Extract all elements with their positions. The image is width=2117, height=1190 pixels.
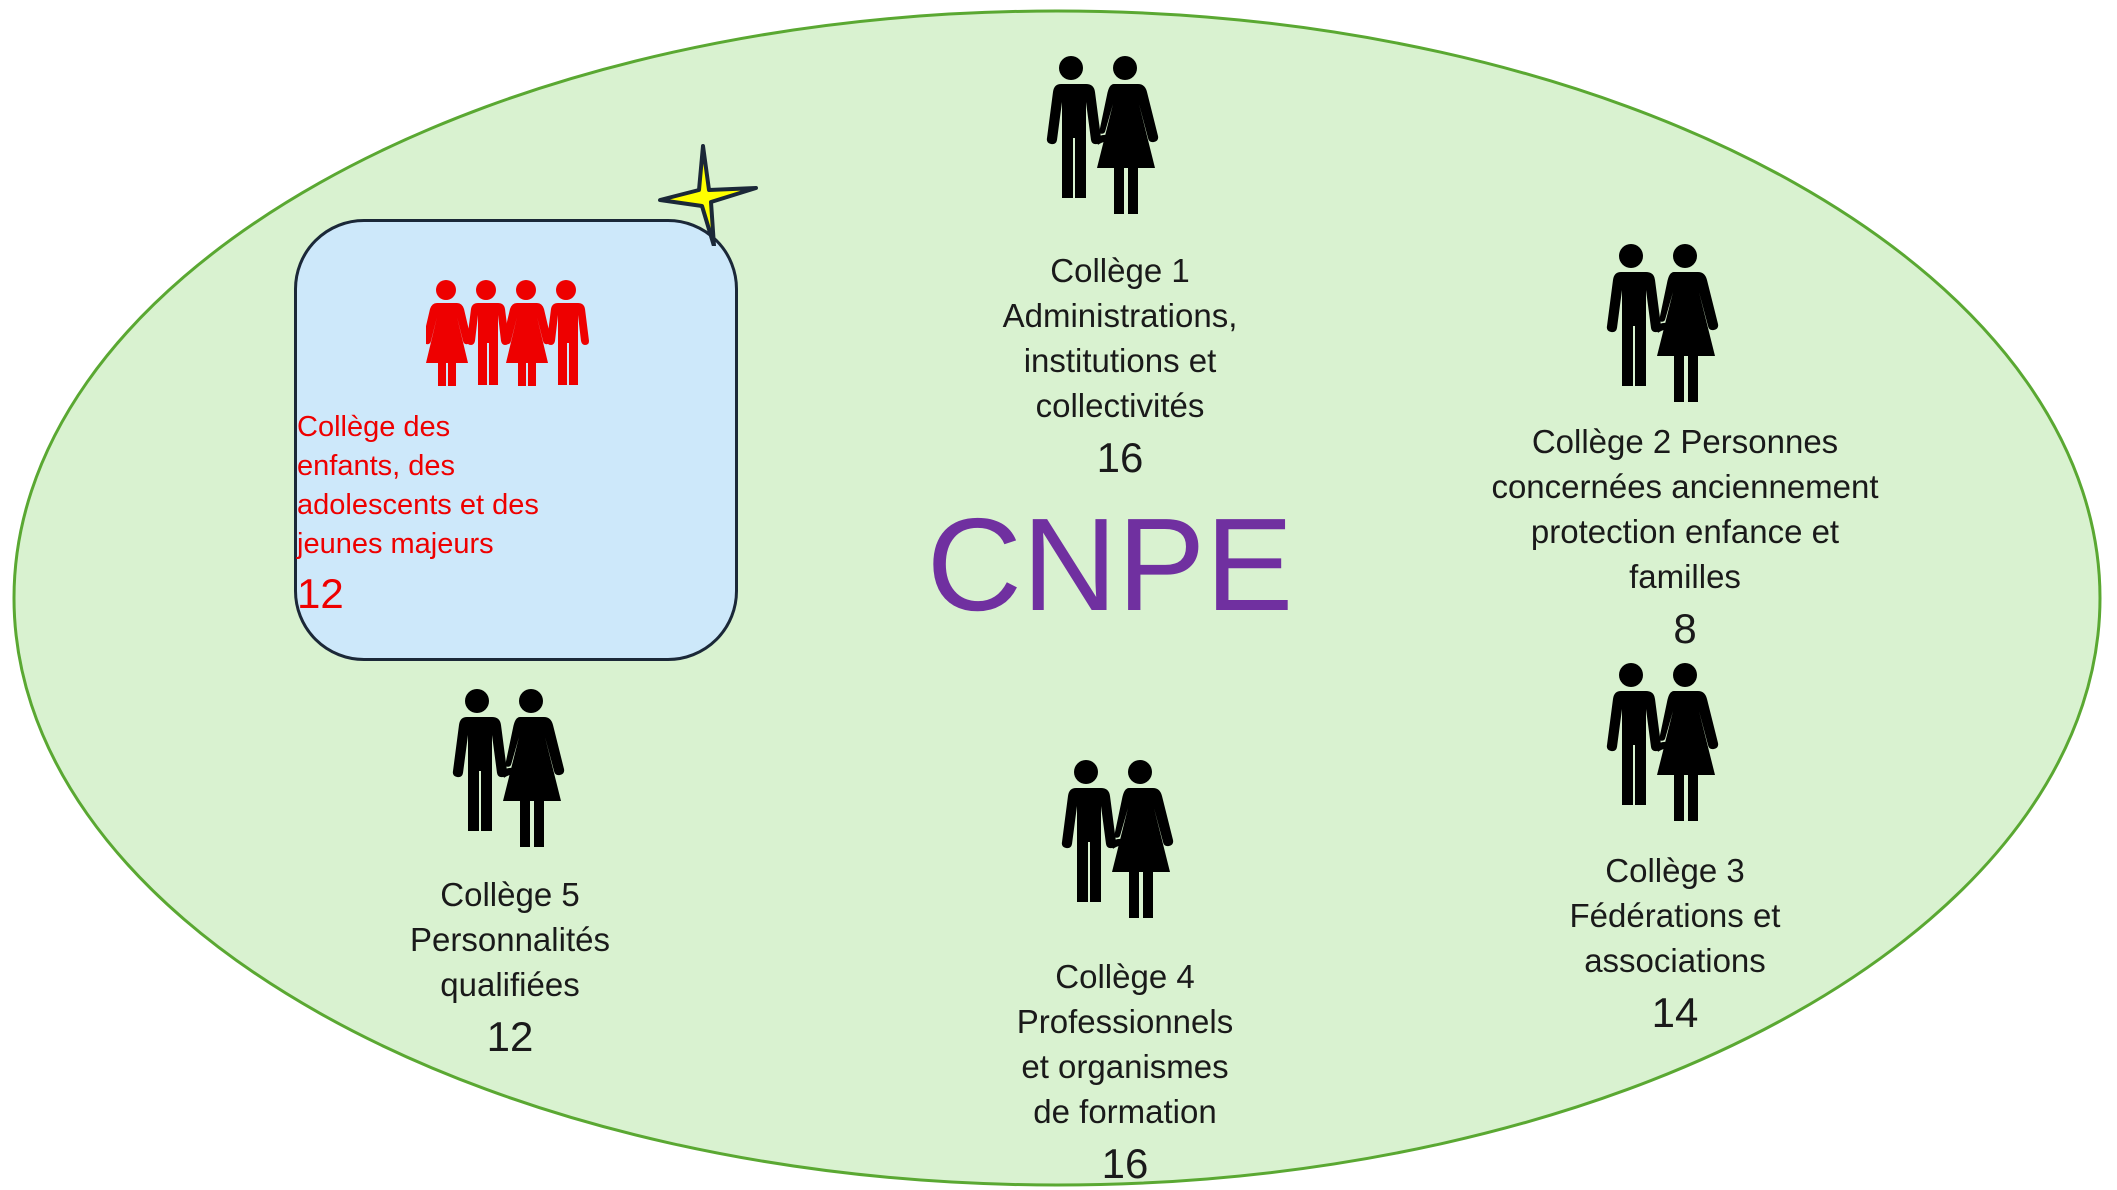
college-1-label: Collège 1 Administrations, institutions … [1002, 252, 1238, 424]
children-college-box: Collège des enfants, des adolescents et … [294, 219, 738, 661]
college-3: Collège 3 Fédérations et associations 14 [1495, 848, 1855, 1039]
college-4-label: Collège 4 Professionnels et organismes d… [1016, 958, 1234, 1130]
college-3-count: 14 [1651, 989, 1699, 1036]
college-1: Collège 1 Administrations, institutions … [940, 248, 1300, 484]
children-college-count: 12 [297, 570, 344, 617]
cnpe-title: CNPE [926, 491, 1294, 638]
college-2-label: Collège 2 Personnes concernées anciennem… [1491, 423, 1879, 595]
group-of-four-icon [426, 280, 589, 386]
college-5: Collège 5 Personnalités qualifiées 12 [330, 872, 690, 1063]
children-college-label: Collège des enfants, des adolescents et … [297, 411, 539, 560]
college-2: Collège 2 Personnes concernées anciennem… [1425, 419, 1945, 655]
college-2-count: 8 [1673, 605, 1697, 652]
college-4: Collège 4 Professionnels et organismes d… [945, 954, 1305, 1190]
college-4-count: 16 [1101, 1140, 1149, 1187]
college-1-count: 16 [1096, 434, 1144, 481]
college-5-count: 12 [486, 1013, 534, 1060]
college-5-label: Collège 5 Personnalités qualifiées [410, 876, 610, 1003]
college-3-label: Collège 3 Fédérations et associations [1569, 852, 1781, 979]
star-icon [658, 144, 758, 246]
